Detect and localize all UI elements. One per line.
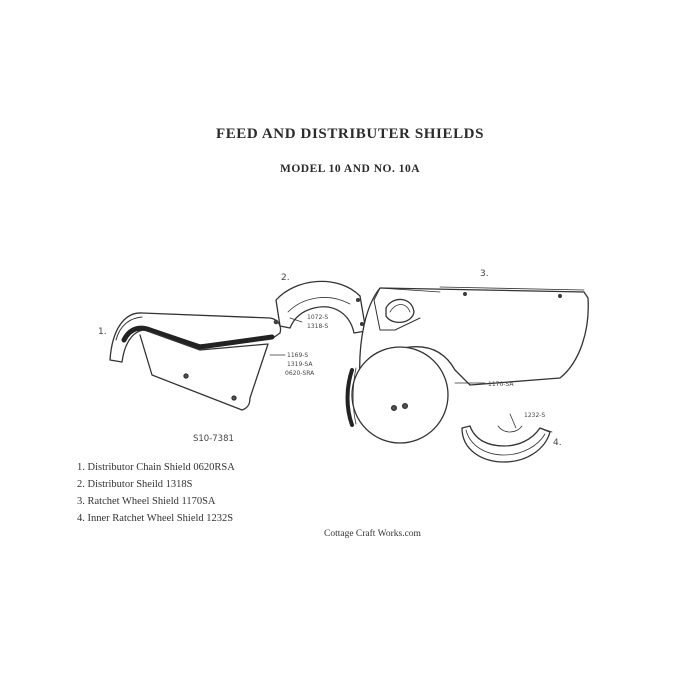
part-number-1: 1. — [98, 327, 107, 337]
legend-item: 2. Distributor Sheild 1318S — [77, 479, 193, 490]
legend-item: 1. Distributor Chain Shield 0620RSA — [77, 462, 235, 473]
part-number-3: 3. — [480, 269, 489, 279]
callout-1232s: 1232-S — [524, 412, 545, 419]
callout-1072s: 1072-S — [307, 314, 328, 321]
part-number-2: 2. — [281, 273, 290, 283]
distributor-shield-drawing — [275, 280, 367, 334]
callout-1169s: 1169-S — [287, 352, 308, 359]
callout-1319sa: 1319-SA — [287, 361, 313, 368]
callout-0620sra: 0620-SRA — [285, 370, 315, 377]
diagram-title: FEED AND DISTRIBUTER SHIELDS — [215, 126, 485, 142]
legend-item: 4. Inner Ratchet Wheel Shield 1232S — [77, 513, 234, 524]
part-number-4: 4. — [553, 438, 562, 448]
drawing-number: S10-7381 — [193, 434, 234, 444]
parts-legend: 1. Distributor Chain Shield 0620RSA 2. D… — [77, 459, 235, 527]
ratchet-wheel-shield-drawing — [345, 286, 589, 444]
diagram-subtitle: MODEL 10 AND NO. 10A — [279, 163, 421, 175]
callout-1318s: 1318-S — [307, 323, 328, 330]
callout-1170sa: 1170-SA — [488, 381, 514, 388]
inner-ratchet-wheel-shield-drawing — [461, 413, 553, 463]
footer-credit: Cottage Craft Works.com — [324, 529, 421, 539]
distributor-chain-shield-drawing — [109, 312, 286, 411]
legend-item: 3. Ratchet Wheel Shield 1170SA — [77, 496, 216, 507]
